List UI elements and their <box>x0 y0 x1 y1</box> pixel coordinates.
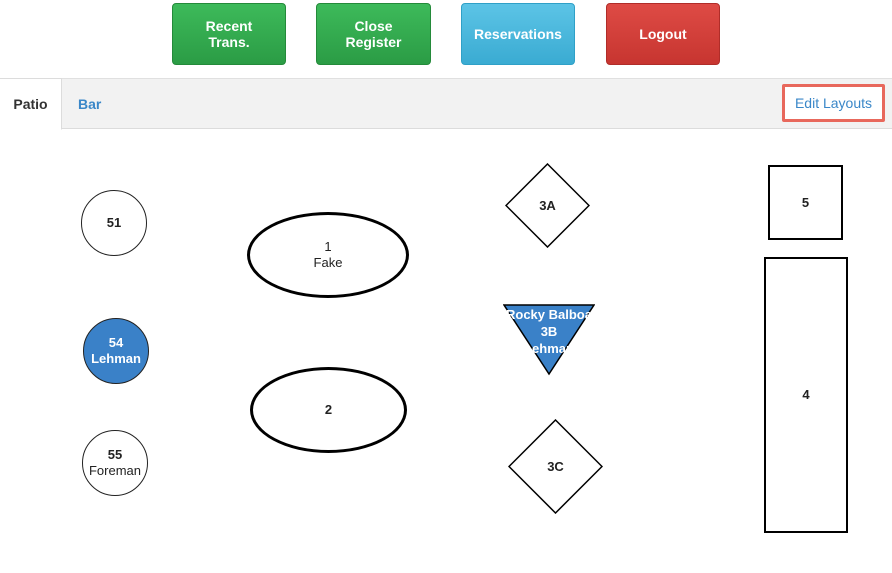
table-51[interactable]: 51 <box>81 190 147 256</box>
reservations-button[interactable]: Reservations <box>461 3 575 65</box>
tab-patio[interactable]: Patio <box>0 78 62 130</box>
recent-transactions-button[interactable]: Recent Trans. <box>172 3 286 65</box>
table-3a[interactable]: 3A <box>505 163 590 248</box>
table-guest-name: Fake <box>313 255 343 270</box>
table-guest-name: Lehman <box>91 351 141 366</box>
triangle-shape <box>503 304 595 376</box>
table-3b[interactable]: Rocky Balboa 3B Lehman <box>503 304 595 376</box>
table-55[interactable]: 55 Foreman <box>82 430 148 496</box>
table-number: 4 <box>802 387 810 402</box>
table-guest-name: Foreman <box>88 463 142 478</box>
logout-button[interactable]: Logout <box>606 3 720 65</box>
table-54[interactable]: 54 Lehman <box>83 318 149 384</box>
table-number: 5 <box>801 194 810 210</box>
table-guest-name: Rocky Balboa <box>506 307 592 322</box>
tab-bar[interactable]: Bar <box>78 96 102 112</box>
table-number: 55 <box>107 447 123 462</box>
table-2[interactable]: 2 <box>250 367 407 453</box>
area-tab-bar: Patio Bar Edit Layouts <box>0 78 892 130</box>
table-1[interactable]: 1 Fake <box>247 212 409 298</box>
table-number: 51 <box>106 215 122 230</box>
diamond-shape <box>508 419 603 514</box>
table-number: 54 <box>108 335 124 350</box>
table-guest-name: Lehman <box>524 341 574 356</box>
table-3c[interactable]: 3C <box>508 419 603 514</box>
diamond-shape <box>505 163 590 248</box>
table-5[interactable]: 5 <box>768 165 843 240</box>
table-number: 3B <box>540 324 558 339</box>
close-register-button[interactable]: Close Register <box>316 3 431 65</box>
table-number: 3C <box>547 459 564 474</box>
edit-layouts-button[interactable]: Edit Layouts <box>782 84 885 122</box>
table-4[interactable]: 4 <box>764 257 848 533</box>
table-number: 3A <box>539 198 556 213</box>
table-number: 1 <box>324 239 332 254</box>
table-number: 2 <box>324 402 333 417</box>
table-3b-labels: Rocky Balboa 3B Lehman <box>503 306 595 357</box>
